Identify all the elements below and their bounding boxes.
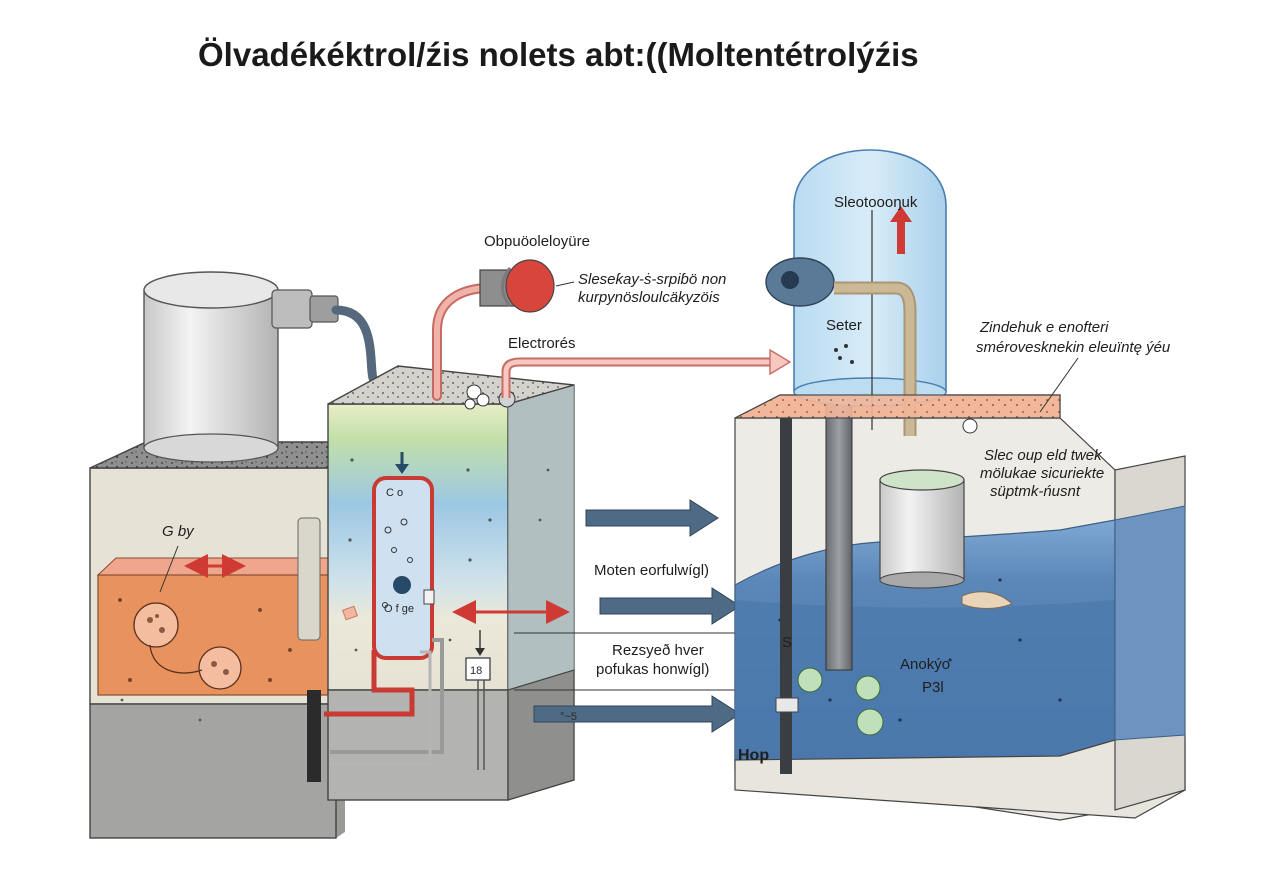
outlet-label: Obpuöoleloyüre <box>484 233 590 250</box>
left-cell-label: G by <box>162 523 195 540</box>
anode-label-1: Anokýo <box>900 656 950 673</box>
orange-ore-block <box>96 557 335 696</box>
middle-electrolysis-column: C o O f ge 18 <box>324 365 575 801</box>
flow-mid-label: Moten eorfulwígl) <box>594 562 709 579</box>
gauge-reading: 18 <box>470 665 482 677</box>
gas-collection-tower <box>765 149 947 436</box>
sensor-label-line1: Sleseƙay-ṡ-srpiɓö non <box>578 271 726 288</box>
flow-arrow-3: °~5 <box>533 695 741 733</box>
orange-cathode-slab <box>734 394 1061 419</box>
anode-label-2: P3l <box>922 679 944 696</box>
column-top-label: C o <box>386 487 403 499</box>
flow-low-label-1: Rezsyeð hver <box>612 642 704 659</box>
tower-mid-label: Seter <box>826 317 862 334</box>
outlet-pump <box>432 259 555 401</box>
column-bottom-label: O f ge <box>384 603 414 615</box>
flow-arrow-1 <box>585 499 719 537</box>
svg-text:°~5: °~5 <box>560 711 577 723</box>
tower-top-label: Sleotoooŋuk <box>834 194 918 211</box>
right-s-label: S <box>782 634 792 651</box>
diagram-title: Ölvadékéktrol/źis nolets abt:((Moltentét… <box>198 36 919 73</box>
electrodes-flow-arrow <box>501 348 792 398</box>
right-note-line1: Zindehuk e enofteri <box>979 319 1109 336</box>
right-side-line1: Slec oup eld twek <box>984 447 1103 464</box>
sensor-label-line2: kurpynösloulcäkyzöis <box>578 289 720 306</box>
right-side-line2: mölukae sicuriekte <box>980 465 1104 482</box>
feed-cylinder <box>143 271 339 463</box>
flow-low-label-2: pofukas honwígl) <box>596 661 709 678</box>
right-note-line2: smérovesknekin eleuïntę ýéu <box>976 339 1171 356</box>
left-furnace-cell: G by <box>89 441 345 839</box>
electrodes-label: Electrorés <box>508 335 576 352</box>
flow-arrow-2 <box>599 587 741 625</box>
hop-label: Hop <box>738 747 769 764</box>
right-electrolysis-bath <box>734 366 1186 821</box>
right-side-line3: süptmk-ńusnt <box>990 483 1081 500</box>
